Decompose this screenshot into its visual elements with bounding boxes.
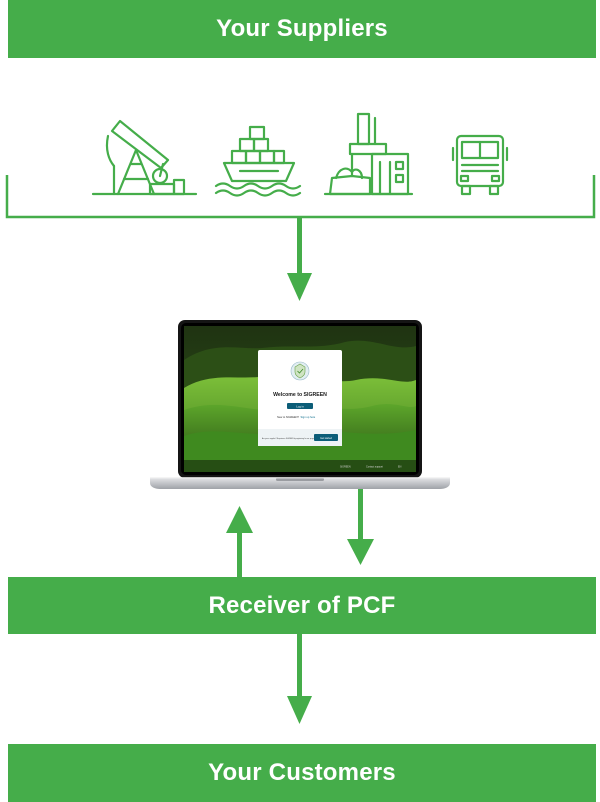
laptop: Welcome to SIGREEN Log in New to SIGREEN…: [150, 320, 450, 489]
get-started-button[interactable]: [314, 434, 338, 441]
signup-text: New to SIGREEN?: [277, 415, 299, 419]
suppliers-band: Your Suppliers: [8, 0, 596, 58]
arrow-receiver-to-laptop: [226, 506, 253, 577]
receiver-label: Receiver of PCF: [208, 591, 396, 619]
supplier-bracket: [5, 175, 596, 219]
info-strip: [258, 429, 342, 446]
login-button[interactable]: [287, 403, 313, 409]
customers-band: Your Customers: [8, 744, 596, 802]
customers-label: Your Customers: [208, 759, 396, 786]
suppliers-label: Your Suppliers: [216, 15, 388, 42]
receiver-band: Receiver of PCF: [8, 577, 596, 634]
arrow-receiver-to-customers: [287, 634, 312, 724]
factory-icon: [323, 112, 414, 196]
login-button-label: Log in: [296, 404, 304, 408]
footer-item-language: EN: [398, 466, 402, 469]
cargo-ship-icon: [214, 125, 302, 197]
oil-pump-icon: [91, 119, 198, 196]
info-text: Are you a supplier? Experience SiGREEN b…: [262, 437, 319, 440]
arrow-laptop-to-receiver: [347, 489, 374, 565]
welcome-title: Welcome to SIGREEN: [273, 392, 327, 398]
signup-link: Sign up here: [301, 415, 316, 419]
footer-item-support: Contact support: [366, 466, 383, 469]
truck-icon: [451, 134, 509, 196]
arrow-suppliers-to-laptop: [287, 217, 312, 301]
login-card: [258, 350, 342, 446]
footer-item-brand: SiGREEN: [340, 466, 351, 469]
get-started-label: Get started: [320, 437, 332, 440]
